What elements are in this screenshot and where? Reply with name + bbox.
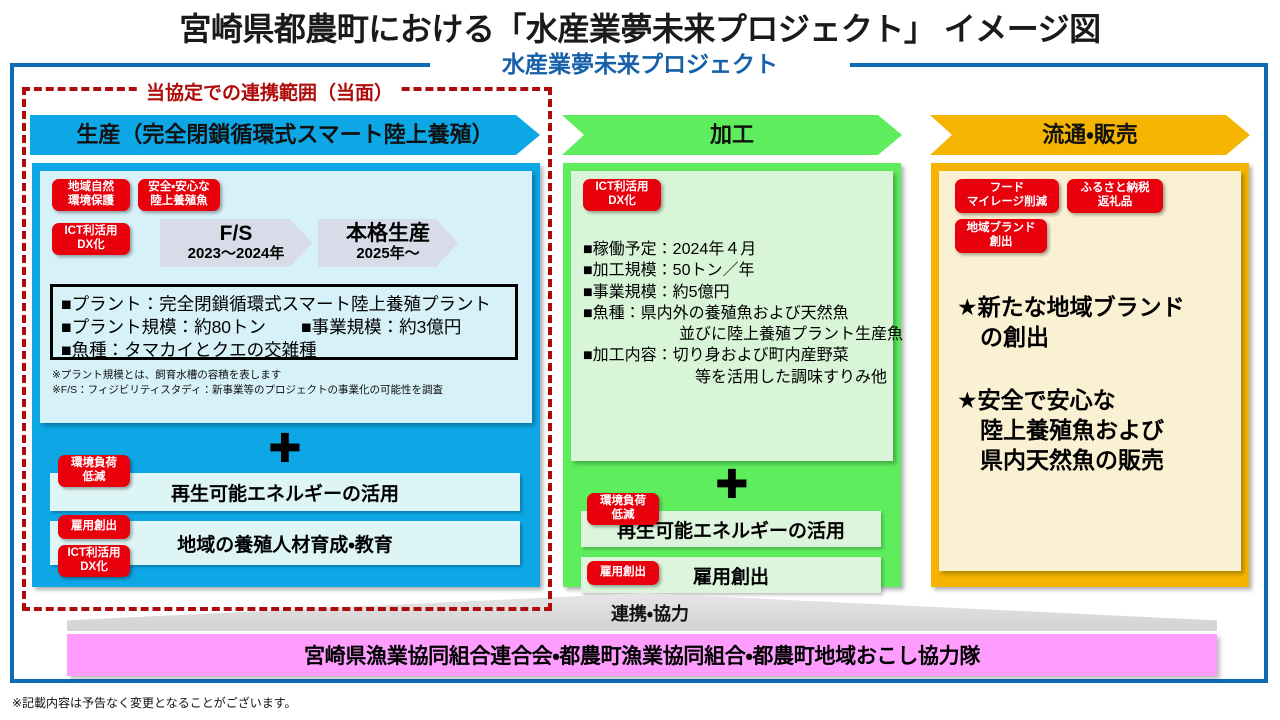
tag-jobs-processing: 雇用創出 [587, 561, 659, 585]
tag-env-load-processing: 環境負荷 低減 [587, 493, 659, 525]
phase-fs-period: 2023～2024年 [187, 245, 285, 263]
distribution-banner: 流通・販売 [930, 115, 1250, 155]
processing-detail-line: 並びに陸上養殖プラント生産魚 [583, 326, 904, 344]
tag-local-nature: 地域自然 環境保護 [52, 179, 130, 211]
processing-detail-line: ■稼働予定：2024年４月 [583, 241, 757, 258]
distribution-body: フード マイレージ削減 ふるさと納税 返礼品 地域ブランド 創出 ★新たな地域ブ… [931, 163, 1249, 587]
processing-card: ICT利活用 DX化 ■稼働予定：2024年４月 ■加工規模：50トン／年 ■事… [571, 171, 904, 461]
tag-ict-dx: ICT利活用 DX化 [52, 223, 130, 255]
distribution-point-brand: ★新たな地域ブランド の創出 [957, 294, 1185, 350]
production-detail-line: ■プラント：完全閉鎖循環式スマート陸上養殖プラント [61, 294, 492, 314]
processing-detail-line: 等を活用した調味すりみ他 [583, 368, 888, 386]
production-detail-box: ■プラント：完全閉鎖循環式スマート陸上養殖プラント ■プラント規模：約80トン … [50, 284, 518, 360]
production-bar-education-label: 地域の養殖人材育成・教育 [177, 534, 393, 556]
production-body: 地域自然 環境保護 安全・安心な 陸上養殖魚 ICT利活用 DX化 F/S 20… [32, 163, 540, 587]
production-plus-icon: ✚ [268, 427, 302, 471]
tag-jobs: 雇用創出 [58, 515, 130, 539]
distribution-card: フード マイレージ削減 ふるさと納税 返礼品 地域ブランド 創出 ★新たな地域ブ… [939, 171, 1241, 571]
processing-banner: 加工 [562, 115, 902, 155]
tag-ict-dx-2: ICT利活用 DX化 [58, 545, 130, 577]
cooperation-label: 連携・協力 [610, 604, 690, 624]
tag-safe-fish: 安全・安心な 陸上養殖魚 [138, 179, 220, 211]
phase-full-production: 本格生産 2025年～ [318, 219, 458, 267]
processing-detail-line: ■魚種：県内外の養殖魚および天然魚 [583, 304, 849, 322]
agreement-scope-box [22, 87, 552, 611]
phase-fs-name: F/S [219, 222, 253, 246]
processing-detail-line: ■加工規模：50トン／年 [583, 262, 755, 280]
processing-detail-line: ■事業規模：約5億円 [583, 283, 730, 301]
distribution-point-safety: ★安全で安心な 陸上養殖魚および 県内天然魚の販売 [957, 387, 1164, 473]
partners-label: 宮崎県漁業協同組合連合会・都農町漁業協同組合・都農町地域おこし協力隊 [303, 645, 981, 668]
production-detail-line: ■魚種：タマカイとクエの交雑種 [61, 339, 317, 360]
processing-bar-jobs-label: 雇用創出 [692, 566, 769, 588]
processing-body: ICT利活用 DX化 ■稼働予定：2024年４月 ■加工規模：50トン／年 ■事… [563, 163, 904, 593]
page-title: 宮崎県都農町における「水産業夢未来プロジェクト」 イメージ図 [179, 11, 1101, 47]
processing-detail-line: ■加工内容：切り身および町内産野菜 [583, 347, 849, 365]
tag-env-load: 環境負荷 低減 [58, 455, 130, 487]
phase-full-period: 2025年～ [356, 245, 420, 263]
document-footnote: ※記載内容は予告なく変更となることがございます。 [12, 696, 297, 710]
partners-banner: 宮崎県漁業協同組合連合会・都農町漁業協同組合・都農町地域おこし協力隊 [67, 634, 1217, 676]
project-frame-title: 水産業夢未来プロジェクト [430, 50, 850, 78]
production-banner: 生産（完全閉鎖循環式スマート陸上養殖） [30, 115, 540, 155]
processing-plus-icon: ✚ [715, 463, 749, 507]
tag-food-mileage: フード マイレージ削減 [955, 179, 1059, 213]
processing-bar-energy-label: 再生可能エネルギーの活用 [616, 520, 845, 542]
production-detail-line: ■プラント規模：約80トン ■事業規模：約3億円 [61, 316, 462, 337]
production-notes: ※プラント規模とは、飼育水槽の容積を表します ※F/S：フィジビリティスタディ：… [52, 369, 444, 397]
production-bar-energy-label: 再生可能エネルギーの活用 [170, 483, 399, 505]
production-card: 地域自然 環境保護 安全・安心な 陸上養殖魚 ICT利活用 DX化 F/S 20… [40, 171, 532, 423]
tag-ict-dx-processing: ICT利活用 DX化 [583, 179, 661, 211]
phase-fs: F/S 2023～2024年 [160, 219, 312, 267]
tag-furusato-tax: ふるさと納税 返礼品 [1067, 179, 1163, 213]
phase-full-name: 本格生産 [346, 222, 430, 246]
tag-regional-brand: 地域ブランド 創出 [955, 219, 1047, 253]
agreement-scope-label: 当協定での連携範囲（当面） [138, 78, 402, 105]
